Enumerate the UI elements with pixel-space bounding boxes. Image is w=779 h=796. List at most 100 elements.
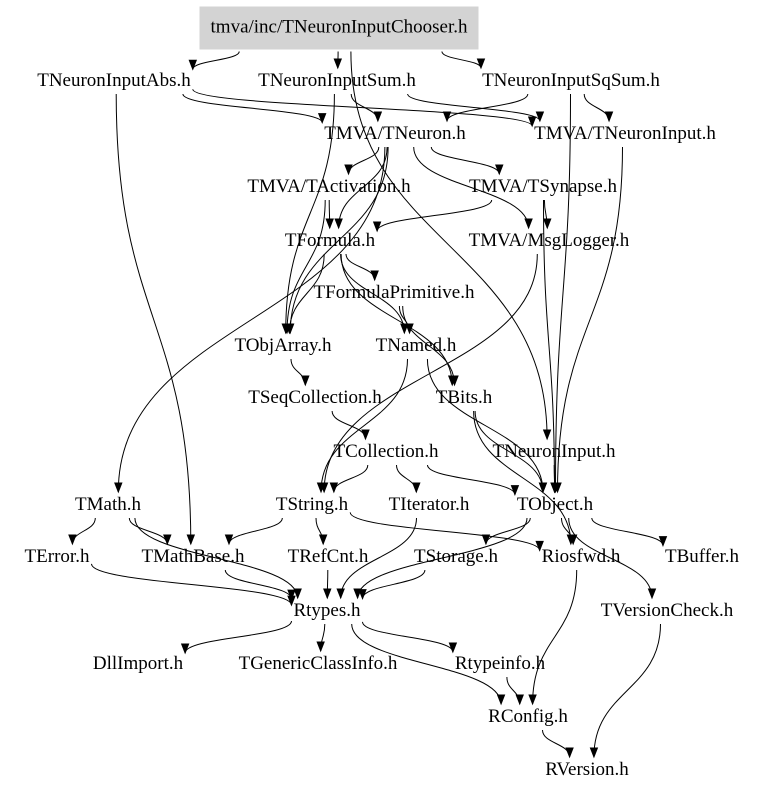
node-tmva-tneuroninput[interactable]: TMVA/TNeuronInput.h	[534, 123, 716, 144]
arrowhead-icon	[524, 218, 533, 230]
node-tneuroninput[interactable]: TNeuronInput.h	[492, 441, 616, 462]
edge-sqsum-to-tneuron	[446, 93, 529, 122]
node-tbuffer[interactable]: TBuffer.h	[664, 546, 740, 567]
node-tneuroninputsqsum[interactable]: TNeuronInputSqSum.h	[482, 70, 660, 91]
arrowhead-icon	[186, 534, 196, 546]
arrowhead-icon	[495, 164, 504, 176]
arrowhead-icon	[325, 218, 334, 230]
arrowhead-icon	[301, 375, 310, 387]
edge-tneuron-to-msglogger	[413, 146, 530, 229]
arrowhead-icon	[370, 270, 379, 282]
node-tneuroninputsum[interactable]: TNeuronInputSum.h	[258, 70, 416, 91]
edge-tobject-to-tbuffer	[591, 517, 664, 546]
edge-tformula-to-tnamed	[340, 253, 405, 334]
arrowhead-icon	[318, 534, 328, 546]
edge-sqsum-to-tobject	[555, 93, 571, 493]
arrowhead-icon	[180, 643, 190, 655]
node-dllimport[interactable]: DllImport.h	[92, 653, 184, 674]
edge-rtypes-to-rconfig	[351, 623, 502, 705]
edge-msglogger-to-tstring	[323, 253, 538, 493]
arrowhead-icon	[336, 588, 345, 600]
edge-rtypes-to-rtypeinfo	[362, 621, 454, 653]
edge-tmath-to-terror	[71, 517, 96, 545]
node-tmath[interactable]: TMath.h	[75, 494, 141, 515]
arrowhead-icon	[527, 116, 537, 128]
edge-tneuron-to-tformula	[338, 146, 388, 229]
arrowhead-icon	[188, 59, 198, 71]
edge-tbits-to-riosfwd	[473, 410, 572, 545]
edge-tcollection-to-tobject	[427, 464, 516, 495]
edge-tobjarray-to-tseqcoll	[290, 358, 306, 386]
arrowhead-icon	[316, 482, 326, 494]
node-tobject[interactable]: TObject.h	[516, 494, 594, 515]
node-riosfwd[interactable]: Riosfwd.h	[541, 546, 621, 567]
arrowhead-icon	[565, 747, 574, 759]
edge-tneuroninput_tmva-to-tobject	[557, 146, 623, 493]
node-tstring[interactable]: TString.h	[275, 494, 349, 515]
edge-tformula-to-tbits	[340, 253, 453, 386]
arrowhead-icon	[372, 221, 382, 233]
arrowhead-icon	[163, 534, 172, 546]
arrowhead-icon	[317, 113, 327, 124]
node-tbits[interactable]: TBits.h	[435, 387, 493, 408]
arrowhead-icon	[323, 588, 332, 600]
node-trefcnt[interactable]: TRefCnt.h	[287, 546, 369, 567]
arrowhead-icon	[412, 482, 421, 494]
edge-tmath-to-rtypes	[134, 517, 299, 599]
node-tgenericclassinfo[interactable]: TGenericClassInfo.h	[238, 653, 398, 674]
edge-root-to-abs	[192, 51, 240, 70]
arrowhead-icon	[334, 218, 343, 230]
edge-tneuron-to-tactivation	[348, 146, 380, 175]
edge-tobject-to-tversioncheck	[568, 517, 653, 599]
edge-sum-to-tneuroninput_tmva	[407, 93, 541, 122]
arrowhead-icon	[361, 429, 370, 441]
edge-tcollection-to-titerator	[396, 464, 417, 493]
node-root[interactable]: tmva/inc/TNeuronInputChooser.h	[199, 6, 479, 50]
node-rversion[interactable]: RVersion.h	[545, 759, 629, 780]
node-rconfig[interactable]: RConfig.h	[488, 706, 568, 727]
node-tmathbase[interactable]: TMathBase.h	[141, 546, 245, 567]
edge-tstorage-to-rtypes	[362, 569, 426, 599]
arrowhead-icon	[287, 589, 296, 601]
edges-layer	[68, 51, 668, 759]
edge-root-to-sqsum	[441, 51, 482, 69]
arrowhead-icon	[535, 111, 545, 123]
arrowhead-icon	[224, 534, 234, 546]
edge-tformulaprim-to-tbits	[402, 305, 455, 386]
edge-tformula-to-tformulaprim	[345, 253, 376, 281]
node-tmva-msglogger[interactable]: TMVA/MsgLogger.h	[468, 230, 630, 251]
node-rtypes[interactable]: Rtypes.h	[293, 600, 361, 621]
node-tformulaprimitive[interactable]: TFormulaPrimitive.h	[313, 282, 475, 303]
edge-tsynapse-to-tformula	[376, 199, 493, 232]
edge-sum-to-tobjarray	[285, 93, 335, 334]
edge-tobject-to-tstorage	[485, 517, 531, 545]
arrowhead-icon	[344, 164, 353, 176]
node-terror[interactable]: TError.h	[24, 546, 90, 567]
edge-riosfwd-to-rconfig	[532, 569, 578, 705]
node-tobjarray[interactable]: TObjArray.h	[234, 335, 332, 356]
node-titerator[interactable]: TIterator.h	[388, 494, 470, 515]
edge-tactivation-to-tobjarray	[286, 199, 326, 334]
node-tmva-tneuron[interactable]: TMVA/TNeuron.h	[324, 123, 466, 144]
arrowhead-icon	[358, 589, 367, 600]
edge-tnamed-to-tobject	[426, 358, 544, 493]
node-tseqcollection[interactable]: TSeqCollection.h	[248, 387, 382, 408]
node-tneuroninputabs[interactable]: TNeuronInputAbs.h	[37, 70, 191, 91]
node-tformula[interactable]: TFormula.h	[284, 230, 376, 251]
node-tcollection[interactable]: TCollection.h	[333, 441, 439, 462]
node-tnamed[interactable]: TNamed.h	[375, 335, 457, 356]
arrowhead-icon	[285, 323, 294, 335]
edge-root-to-tneuroninput	[350, 51, 548, 440]
edge-terror-to-rtypes	[91, 563, 292, 606]
edge-abs-to-tneuroninput_tmva	[192, 88, 533, 127]
edge-tnamed-to-tstring	[320, 358, 408, 493]
node-tmva-tsynapse[interactable]: TMVA/TSynapse.h	[469, 176, 617, 197]
node-rtypeinfo[interactable]: Rtypeinfo.h	[454, 653, 546, 674]
node-tversioncheck[interactable]: TVersionCheck.h	[600, 600, 734, 621]
arrowhead-icon	[373, 111, 383, 123]
node-tstorage[interactable]: TStorage.h	[414, 546, 498, 567]
arrowhead-icon	[316, 641, 325, 653]
edge-tseqcoll-to-tcollection	[331, 410, 366, 440]
node-tmva-tactivation[interactable]: TMVA/TActivation.h	[247, 176, 411, 197]
